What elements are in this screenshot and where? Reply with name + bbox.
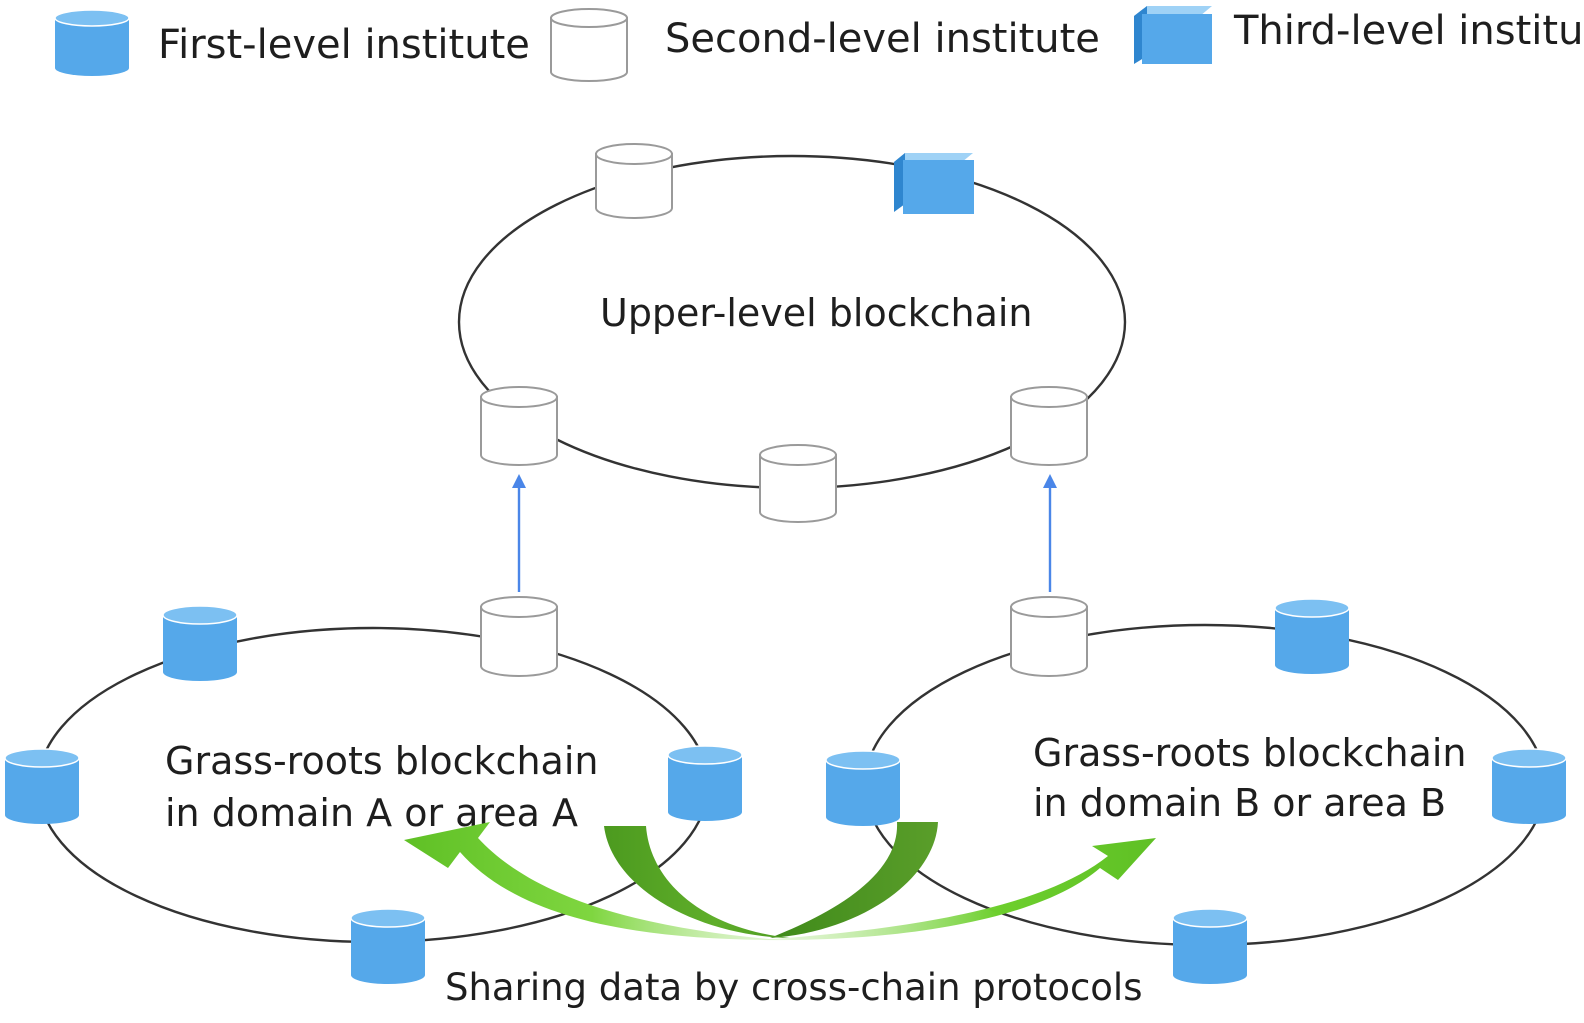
cross-chain-arrow-to-a (404, 822, 780, 940)
chain-a-label-line1: Grass-roots blockchain (165, 739, 598, 783)
first-level-legend-icon (54, 9, 130, 76)
chain-b-label-line2: in domain B or area B (1033, 781, 1446, 825)
link-arrow-a (512, 474, 526, 592)
cross-chain-arrow-to-b-tail (604, 826, 790, 938)
second-level-legend-label: Second-level institute (665, 16, 1100, 62)
cross-chain-arrow-to-a-tail (770, 822, 938, 938)
cross-chain-arrow-to-b (760, 838, 1156, 941)
chain-a-node-top-left (162, 605, 238, 681)
chain-a-gateway-node (480, 596, 558, 677)
chain-a-node-bottom (350, 908, 426, 984)
upper-second-level-node-left (480, 386, 558, 466)
third-level-legend-icon (1134, 6, 1212, 64)
chain-b-node-left (825, 750, 901, 826)
chain-b-gateway-node (1010, 596, 1088, 677)
first-level-legend-label: First-level institute (158, 22, 530, 68)
cross-chain-arrows (404, 822, 1156, 941)
chain-b-node-right (1491, 748, 1567, 824)
upper-second-level-node-right (1010, 386, 1088, 466)
second-level-legend-icon (550, 8, 628, 82)
grass-roots-chain-a-ring (36, 626, 710, 944)
third-level-legend-label: Third-level institute (1233, 8, 1584, 54)
chain-a-node-right (667, 745, 743, 821)
upper-third-level-node (894, 153, 974, 214)
chain-b-node-top-right (1274, 598, 1350, 674)
upper-second-level-node-bottom (759, 444, 837, 523)
chain-a-node-left (4, 748, 80, 824)
cross-chain-caption: Sharing data by cross-chain protocols (445, 966, 1143, 1009)
chain-a-label-line2: in domain A or area A (165, 791, 578, 835)
link-arrow-b (1043, 474, 1057, 592)
upper-second-level-node-top (595, 143, 673, 219)
upper-level-blockchain-label: Upper-level blockchain (600, 291, 1033, 335)
chain-b-node-bottom (1172, 908, 1248, 984)
legend: First-level institute Second-level insti… (54, 6, 1584, 82)
chain-b-label-line1: Grass-roots blockchain (1033, 731, 1466, 775)
